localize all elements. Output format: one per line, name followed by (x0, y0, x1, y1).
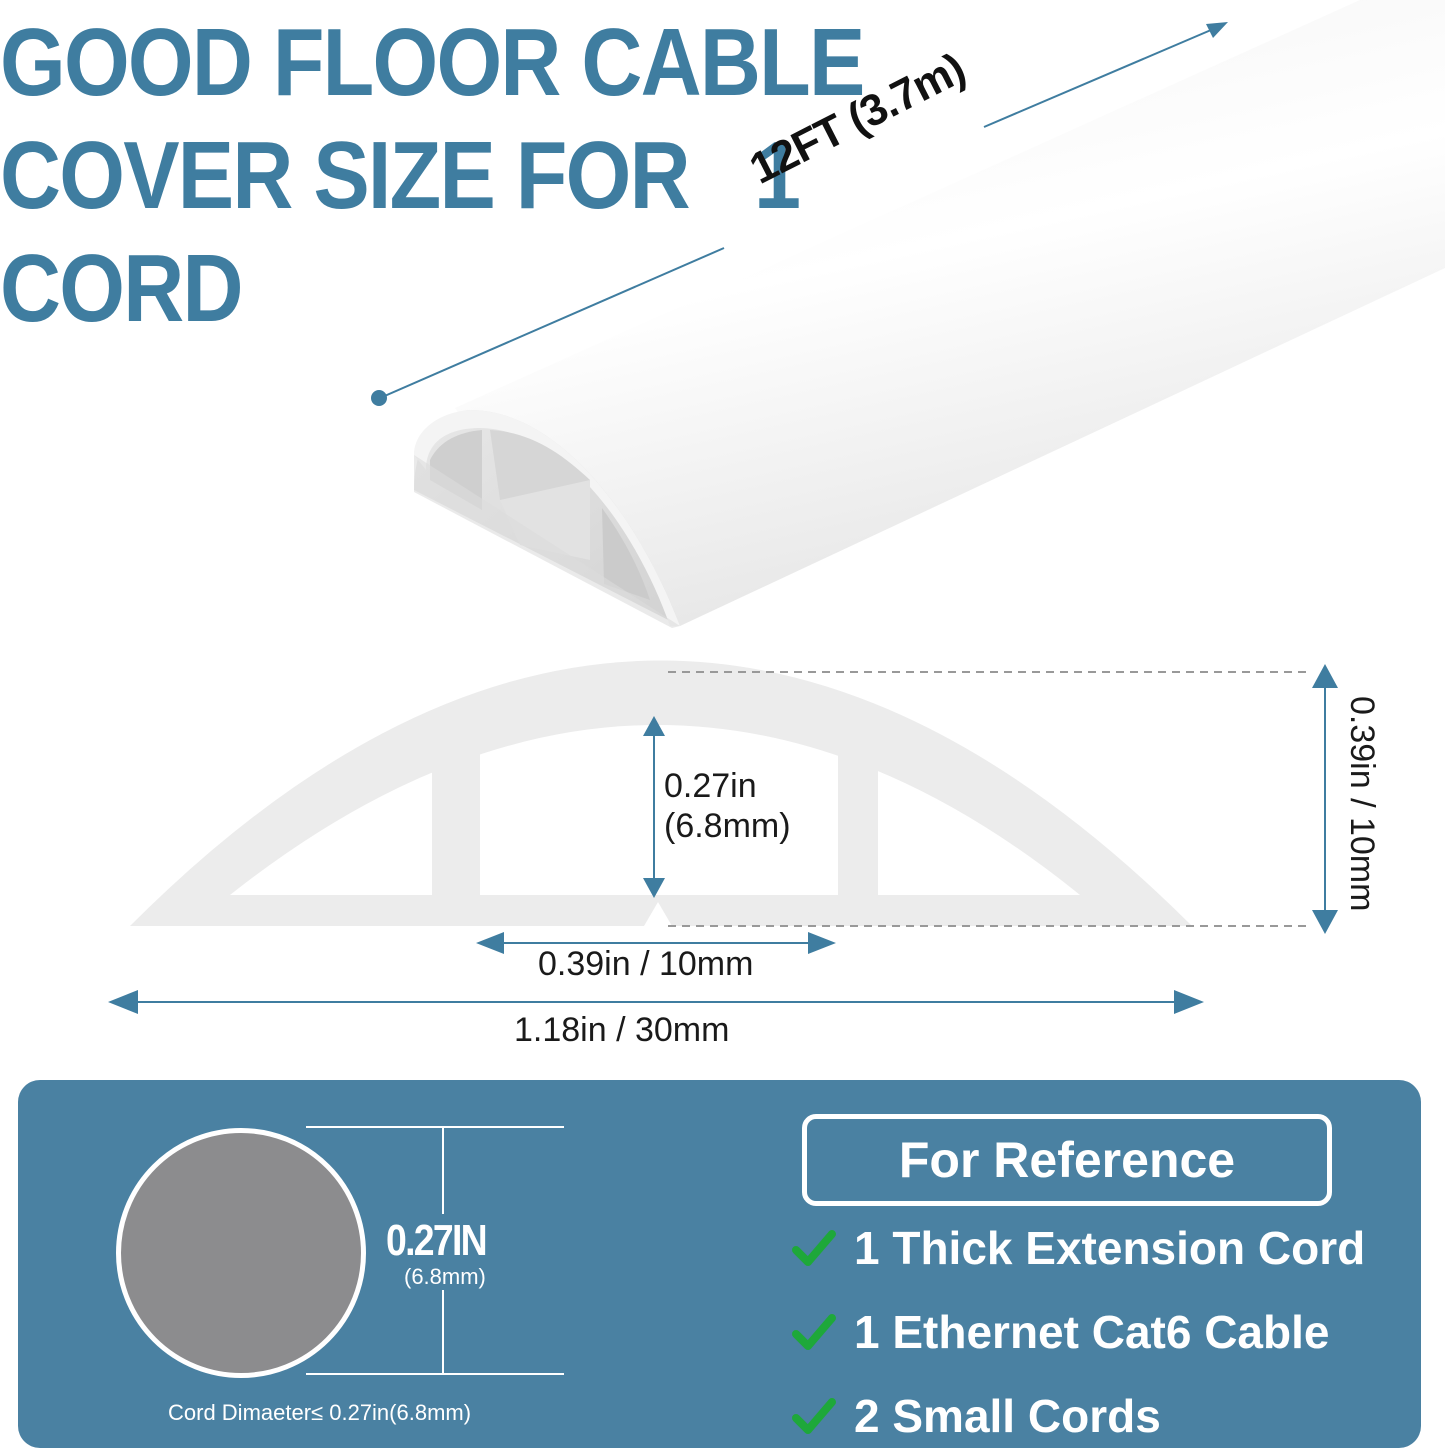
reference-item-label: 1 Thick Extension Cord (854, 1222, 1366, 1274)
channel-width-label: 0.39in / 10mm (538, 945, 754, 983)
check-icon (792, 1314, 836, 1350)
reference-title-box: For Reference (802, 1114, 1332, 1206)
reference-item: 1 Thick Extension Cord (792, 1218, 1365, 1278)
cord-circle (116, 1128, 366, 1378)
reference-item: 1 Ethernet Cat6 Cable (792, 1302, 1329, 1362)
cable-cover-3d (414, 0, 1445, 628)
inner-height-arrow (643, 716, 665, 898)
channel-width-arrow (476, 932, 836, 954)
inner-height-mm-label: (6.8mm) (664, 807, 791, 845)
headline: GOOD FLOOR CABLE COVER SIZE FOR 1 CORD (0, 6, 865, 345)
headline-line-1: GOOD FLOOR CABLE (0, 9, 865, 116)
reference-title: For Reference (898, 1132, 1236, 1188)
cable-cover-cross-section (130, 660, 1192, 926)
total-height-label: 0.39in / 10mm (1343, 696, 1381, 912)
headline-line-2: COVER SIZE FOR 1 (0, 122, 801, 229)
cord-top-line (306, 1126, 564, 1128)
inner-height-label: 0.27in (664, 767, 757, 805)
total-width-label: 1.18in / 30mm (514, 1011, 730, 1049)
cord-dimension-lower-line (442, 1290, 444, 1374)
cord-caption: Cord Dimaeter≤ 0.27in(6.8mm) (168, 1400, 472, 1425)
length-dimension-line (371, 22, 1228, 406)
cord-bottom-line (306, 1373, 564, 1375)
reference-item-label: 2 Small Cords (854, 1390, 1161, 1442)
check-icon (792, 1230, 836, 1266)
headline-line-3: CORD (0, 235, 243, 342)
product-illustration (108, 0, 1445, 1014)
total-width-arrow (108, 990, 1204, 1014)
total-height-arrow (1312, 664, 1338, 934)
reference-item: 2 Small Cords (792, 1386, 1161, 1446)
cord-diameter-mm-label: (6.8mm) (404, 1264, 486, 1289)
reference-item-label: 1 Ethernet Cat6 Cable (854, 1306, 1330, 1358)
check-icon (792, 1398, 836, 1434)
cord-diameter-label: 0.27IN (386, 1216, 488, 1265)
cord-dimension-upper-line (442, 1128, 444, 1214)
